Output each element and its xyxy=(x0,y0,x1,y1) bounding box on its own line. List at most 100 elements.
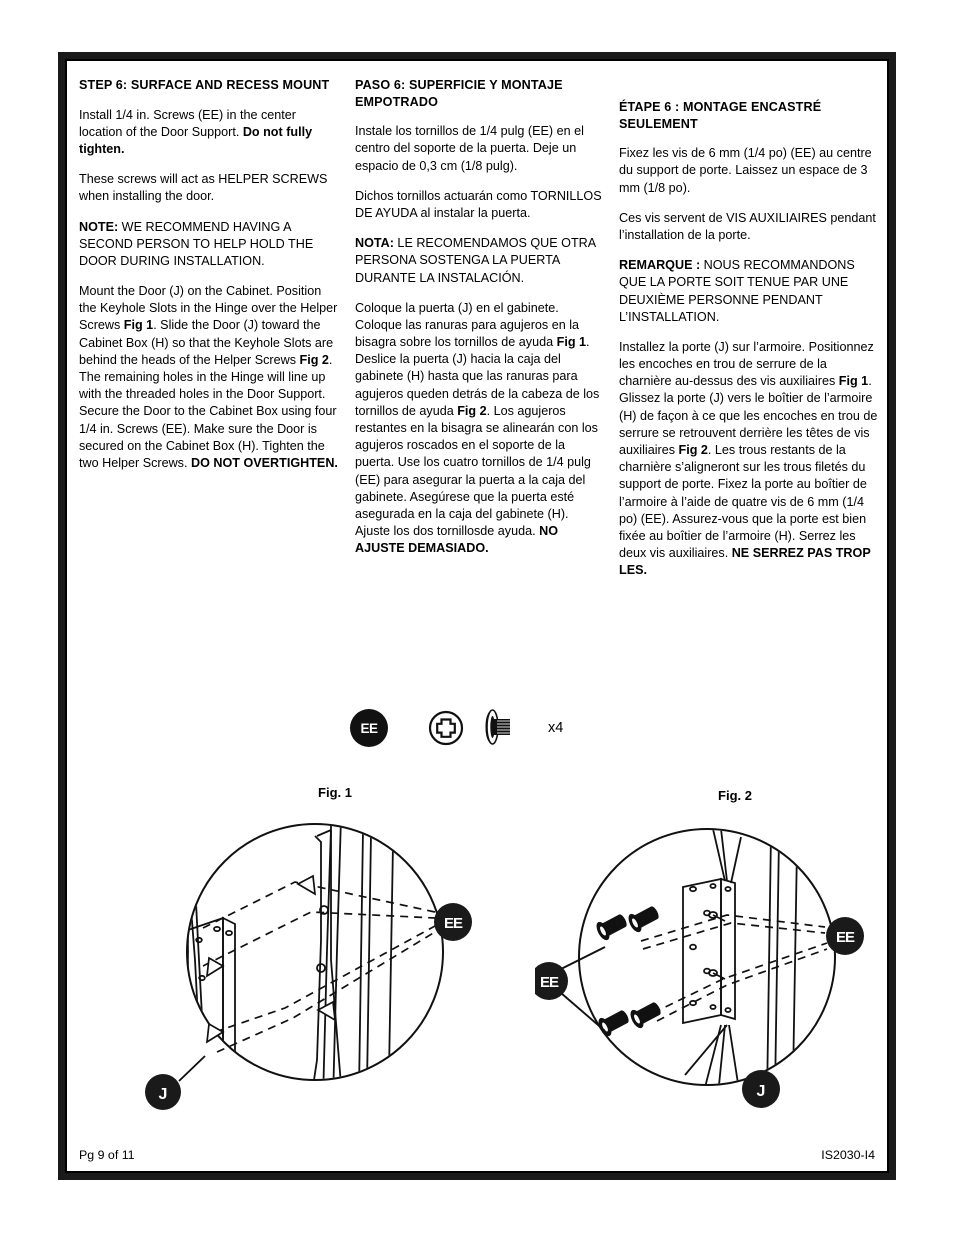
figure-1-caption: Fig. 1 xyxy=(318,785,352,800)
text-bold: NOTA: xyxy=(355,236,394,251)
fig1-reference: Fig 1 xyxy=(556,335,587,350)
door-line-bot-d xyxy=(684,1024,728,1076)
fig1-reference: Fig 1 xyxy=(838,374,869,389)
paragraph-fr-3: REMARQUE : NOUS RECOMMANDONS QUE LA PORT… xyxy=(619,257,881,326)
fig2-reference: Fig 2 xyxy=(457,403,487,418)
heading-french: ÉTAPE 6 : MONTAGE ENCASTRÉ SEULEMENT xyxy=(619,100,822,131)
figure-1-drawing: EE J xyxy=(145,823,472,1110)
page-number: Pg 9 of 11 xyxy=(79,1148,135,1162)
paragraph-es-2: Dichos tornillos actuarán como TORNILLOS… xyxy=(355,188,602,220)
paragraph-en-3: NOTE: WE RECOMMEND HAVING A SECOND PERSO… xyxy=(79,219,339,271)
cabinet-face-right xyxy=(330,830,342,1079)
keyhole-slots xyxy=(708,911,726,980)
column-french: ÉTAPE 6 : MONTAGE ENCASTRÉ SEULEMENT Fix… xyxy=(619,77,885,580)
figure-2-drawing: EE EE J xyxy=(535,828,864,1108)
hardware-legend: EE x4 xyxy=(350,693,650,763)
paragraph-fr-1: Fixez les vis de 6 mm (1/4 po) (EE) au c… xyxy=(619,146,872,195)
screws-group xyxy=(596,906,661,1037)
hardware-quantity: x4 xyxy=(548,720,564,736)
panel-line-2 xyxy=(774,836,780,1084)
text-bold: NO AJUSTE DEMASIADO. xyxy=(355,524,559,556)
screw-side-icon xyxy=(485,709,510,745)
column-spanish: PASO 6: SUPERFICIE Y MONTAJE EMPOTRADO I… xyxy=(355,77,619,580)
detail-circle xyxy=(186,823,444,1081)
column-english: STEP 6: SURFACE AND RECESS MOUNT Install… xyxy=(79,77,355,580)
text: . Les trous restants de la charnière s’a… xyxy=(619,443,867,561)
text: LE RECOMENDAMOS QUE OTRA PERSONA SOSTENG… xyxy=(355,236,596,285)
text: . Glissez la porte (J) vers le boîtier d… xyxy=(619,374,878,458)
text: Installez la porte (J) sur l’armoire. Po… xyxy=(619,339,874,389)
door-edge-outer xyxy=(188,849,202,1077)
text-bold: REMARQUE : xyxy=(619,258,701,273)
paragraph-fr-2: Ces vis servent de VIS AUXILIAIRES penda… xyxy=(619,210,876,242)
callout-ee-left-label: EE xyxy=(540,974,559,991)
instruction-columns: STEP 6: SURFACE AND RECESS MOUNT Install… xyxy=(79,77,885,580)
cabinet-edge-a xyxy=(322,825,332,1079)
text: . The remaining holes in the Hinge will … xyxy=(79,352,337,470)
callout-j-left-label: J xyxy=(159,1086,168,1103)
text-bold: NE SERREZ PAS TROP LES. xyxy=(619,546,871,578)
figure-1: Fig. 1 xyxy=(135,785,535,1125)
paragraph-fr-4: Installez la porte (J) sur l’armoire. Po… xyxy=(619,339,881,580)
part-badge-label: EE xyxy=(360,720,378,736)
panel-line-2 xyxy=(366,833,372,1079)
screw-icon xyxy=(630,1002,661,1029)
page-inner-border: STEP 6: SURFACE AND RECESS MOUNT Install… xyxy=(65,59,889,1173)
callout-j-right: J xyxy=(742,1070,780,1108)
screw-icon xyxy=(596,914,627,941)
paragraph-en-2: These screws will act as HELPER SCREWS w… xyxy=(79,172,328,204)
hinge-plate-edge xyxy=(720,877,736,1021)
part-badge-ee: EE xyxy=(350,709,388,747)
fig2-reference: Fig 2 xyxy=(299,352,329,367)
paragraph-es-3: NOTA: LE RECOMENDAMOS QUE OTRA PERSONA S… xyxy=(355,235,603,287)
screw-icon xyxy=(598,1010,629,1037)
text-bold: DO NOT OVERTIGHTEN. xyxy=(190,455,338,470)
fig2-reference: Fig 2 xyxy=(678,443,708,458)
manual-page: STEP 6: SURFACE AND RECESS MOUNT Install… xyxy=(58,52,896,1180)
paragraph-es-1: Instale los tornillos de 1/4 pulg (EE) e… xyxy=(355,124,584,173)
paragraph-en-4: Mount the Door (J) on the Cabinet. Posit… xyxy=(79,283,339,472)
callout-ee-right-label: EE xyxy=(444,915,463,932)
hinge-plate-edge xyxy=(222,916,236,1063)
panel-line-1 xyxy=(358,829,364,1079)
callout-ee-right: EE xyxy=(826,917,864,955)
page-footer: Pg 9 of 11 IS2030-I4 xyxy=(79,1144,875,1162)
text: Mount the Door (J) on the Cabinet. Posit… xyxy=(79,284,338,333)
text-bold: Do not fully tighten. xyxy=(79,124,313,156)
heading-spanish: PASO 6: SUPERFICIE Y MONTAJE EMPOTRADO xyxy=(355,78,563,109)
panel-line-1 xyxy=(766,832,772,1084)
screw-icon xyxy=(628,906,659,933)
fig1-reference: Fig 1 xyxy=(123,318,154,333)
callout-ee-right-label: EE xyxy=(836,929,855,946)
document-code: IS2030-I4 xyxy=(821,1148,875,1162)
callout-j-right-label: J xyxy=(757,1083,766,1100)
paragraph-es-4: Coloque la puerta (J) en el gabinete. Co… xyxy=(355,300,603,558)
text: Install 1/4 in. Screws (EE) in the cente… xyxy=(79,107,296,139)
door-line-bot-c xyxy=(728,1024,742,1084)
door-line-top-b xyxy=(720,830,728,882)
text: NOUS RECOMMANDONS QUE LA PORTE SOIT TENU… xyxy=(619,258,855,324)
detail-circle xyxy=(578,828,836,1086)
callout-ee-left: EE xyxy=(535,962,568,1000)
text-bold: NOTE: xyxy=(79,219,119,234)
text: WE RECOMMEND HAVING A SECOND PERSON TO H… xyxy=(79,219,314,268)
alignment-leader-lines xyxy=(202,881,436,1053)
heading-english: STEP 6: SURFACE AND RECESS MOUNT xyxy=(79,78,330,92)
callout-j-left: J xyxy=(145,1055,206,1110)
door-line-top-c xyxy=(730,836,742,884)
callout-ee-left-leaders xyxy=(560,946,606,1032)
callout-ee-right: EE xyxy=(434,903,472,941)
figure-2: Fig. 2 xyxy=(535,788,935,1128)
figure-2-caption: Fig. 2 xyxy=(718,788,752,803)
paragraph-en-1: Install 1/4 in. Screws (EE) in the cente… xyxy=(79,107,339,159)
panel-line-3 xyxy=(792,846,798,1082)
cabinet-edge-b xyxy=(332,825,342,1079)
cabinet-face-left xyxy=(310,835,322,1079)
text: . Los agujeros restantes en la bisagra s… xyxy=(355,403,598,539)
door-line-bot-b xyxy=(716,1024,726,1084)
door-line-bot-a xyxy=(700,1024,722,1084)
screw-head-top-icon xyxy=(428,710,464,746)
text: Coloque la puerta (J) en el gabinete. Co… xyxy=(355,300,580,350)
direction-arrowheads xyxy=(205,874,337,1044)
hinge-plate-face xyxy=(682,877,722,1025)
